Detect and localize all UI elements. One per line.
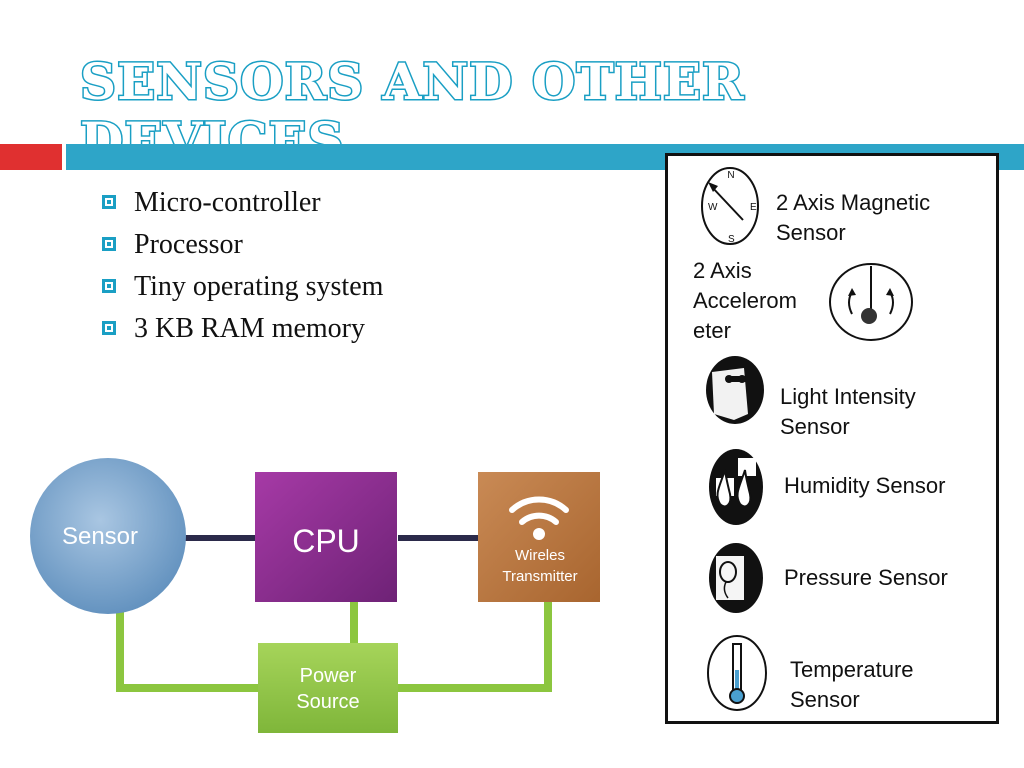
bullet-text: 3 KB RAM memory bbox=[134, 313, 365, 344]
power-label: Power bbox=[300, 665, 357, 687]
power-label: Source bbox=[296, 691, 359, 713]
bullet-text: Processor bbox=[134, 229, 243, 260]
bullet-text: Tiny operating system bbox=[134, 271, 384, 302]
bullet-icon bbox=[102, 195, 116, 209]
bullet-list: Micro-controller Processor Tiny operatin… bbox=[100, 186, 424, 354]
list-item: Micro-controller bbox=[100, 186, 424, 220]
transmitter-label: Transmitter bbox=[502, 568, 577, 585]
bullet-icon bbox=[102, 321, 116, 335]
list-item: Tiny operating system bbox=[100, 270, 424, 304]
humidity-sensor-icon bbox=[709, 449, 763, 525]
transmitter-label: Wireles bbox=[515, 547, 565, 564]
bullet-text: Micro-controller bbox=[134, 187, 321, 218]
compass-icon: N W E S bbox=[701, 167, 759, 245]
list-item: Processor bbox=[100, 228, 424, 262]
svg-text:E: E bbox=[750, 202, 757, 213]
sensor-circle bbox=[30, 458, 186, 614]
cpu-label: CPU bbox=[292, 523, 360, 559]
sensor-node-diagram: Sensor CPU Wireles Transmitter Power Sou… bbox=[30, 458, 600, 733]
cpu-block bbox=[255, 472, 397, 602]
svg-text:S: S bbox=[728, 234, 735, 245]
thermometer-icon bbox=[707, 635, 767, 711]
wifi-icon bbox=[509, 496, 569, 525]
light-sensor-icon bbox=[706, 356, 764, 424]
svg-text:N: N bbox=[727, 170, 734, 181]
list-item: 3 KB RAM memory bbox=[100, 312, 424, 346]
sensor-label: Sensor bbox=[62, 523, 138, 550]
pressure-sensor-label: Pressure Sensor bbox=[784, 565, 948, 590]
bullet-icon bbox=[102, 279, 116, 293]
page-title: SENSORS AND OTHER DEVICES bbox=[79, 51, 746, 172]
wifi-dot bbox=[533, 528, 545, 540]
svg-text:W: W bbox=[708, 202, 718, 213]
pressure-sensor-icon bbox=[709, 543, 763, 613]
bullet-icon bbox=[102, 237, 116, 251]
accent-bar-red bbox=[0, 144, 62, 170]
power-wire bbox=[398, 602, 552, 692]
accelerometer-icon bbox=[829, 263, 913, 341]
power-wire bbox=[116, 600, 262, 692]
power-block bbox=[258, 643, 398, 733]
humidity-sensor-label: Humidity Sensor bbox=[784, 473, 946, 498]
